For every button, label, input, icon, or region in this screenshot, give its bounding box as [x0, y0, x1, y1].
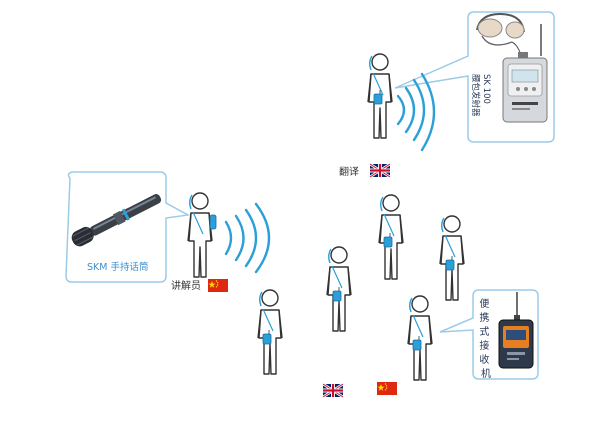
speaker-figure — [187, 192, 217, 278]
sk100-subcaption: 腰包发射器 — [470, 74, 481, 117]
translator-waves — [396, 72, 436, 152]
translator-label: 翻译 — [339, 166, 359, 178]
uk-flag-icon — [368, 162, 392, 179]
listener-figure — [378, 194, 404, 280]
listener-figure — [407, 295, 433, 381]
listener-figure — [439, 215, 465, 301]
sk100-caption: SK 100 — [481, 74, 491, 104]
microphone-icon — [71, 194, 162, 247]
china-flag-icon — [377, 382, 397, 395]
translator-figure — [367, 53, 393, 139]
receiver-caption: 便 携 式 接 收 机 — [479, 297, 492, 380]
speaker-waves — [224, 202, 271, 274]
pocket-receiver-icon — [498, 292, 534, 369]
listener-figure — [326, 246, 352, 332]
uk-flag-icon — [321, 382, 345, 399]
microphone-callout: SKM 手持话筒 — [65, 171, 191, 283]
mic-caption: SKM 手持话筒 — [87, 261, 148, 273]
bodypack-callout: SK 100 腰包发射器 — [394, 11, 555, 143]
listener-figure — [257, 289, 283, 375]
receiver-callout: 便 携 式 接 收 机 — [439, 289, 539, 380]
speaker-label: 讲解员 — [171, 279, 201, 292]
china-flag-icon — [208, 279, 228, 292]
bodypack-transmitter-icon — [502, 24, 548, 123]
